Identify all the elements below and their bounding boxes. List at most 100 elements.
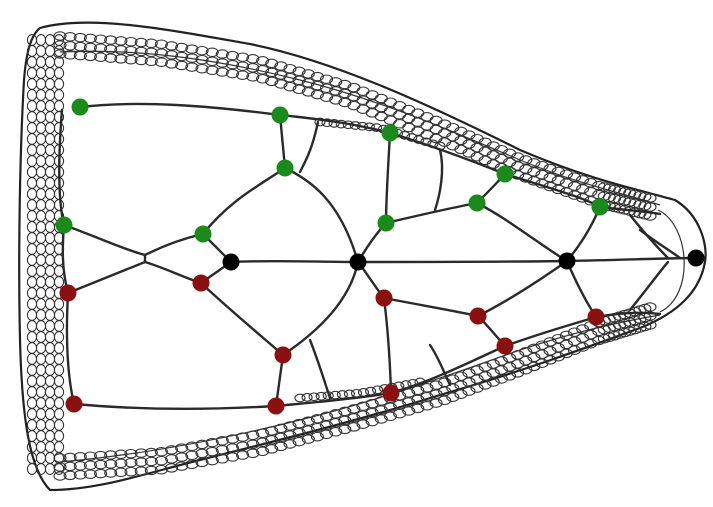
margin-cell xyxy=(26,232,38,244)
margin-cell xyxy=(44,463,56,475)
margin-cell xyxy=(26,78,38,90)
margin-cell xyxy=(338,406,352,417)
margin-cell xyxy=(195,63,209,74)
margin-cell xyxy=(73,50,87,61)
margin-cell xyxy=(26,276,38,288)
margin-cell xyxy=(310,80,324,91)
margin-cell xyxy=(44,100,56,112)
margin-cell xyxy=(175,461,189,471)
margin-cell xyxy=(567,345,582,355)
margin-cell xyxy=(301,87,315,97)
margin-cell xyxy=(26,320,38,332)
margin-cell xyxy=(462,377,476,387)
margin-cell xyxy=(486,377,500,387)
margin-cell xyxy=(236,432,250,442)
margin-cell xyxy=(124,466,138,477)
margin-cell xyxy=(175,452,189,462)
margin-cell xyxy=(494,365,508,375)
margin-cell xyxy=(511,368,525,378)
margin-cell xyxy=(576,333,590,343)
margin-cell xyxy=(462,368,476,378)
margin-cell xyxy=(63,41,77,51)
margin-cell xyxy=(26,166,38,178)
margin-cell xyxy=(195,45,209,56)
margin-cell xyxy=(35,331,47,343)
margin-cell xyxy=(383,411,397,422)
margin-cell xyxy=(402,397,416,407)
margin-cell xyxy=(94,468,108,479)
margin-cell xyxy=(26,375,38,387)
margin-cell xyxy=(53,471,67,481)
margin-cell xyxy=(519,355,533,366)
margin-cell xyxy=(470,365,484,375)
margin-cell xyxy=(643,311,657,321)
margin-cell xyxy=(185,62,199,72)
margin-cell xyxy=(35,441,47,453)
margin-cell xyxy=(44,133,56,145)
margin-cell xyxy=(35,56,47,68)
margin-cell xyxy=(374,414,388,424)
margin-cell xyxy=(486,359,500,369)
margin-cell xyxy=(470,374,484,384)
margin-cell xyxy=(567,181,582,191)
margin-cell xyxy=(53,40,67,50)
margin-cell xyxy=(53,309,65,321)
margin-cell xyxy=(195,439,209,450)
margin-cell xyxy=(265,58,279,69)
margin-cell xyxy=(44,331,56,343)
margin-cell xyxy=(225,68,240,79)
margin-cell xyxy=(35,309,47,321)
margin-cell xyxy=(374,396,388,406)
margin-cell xyxy=(94,43,108,53)
margin-cell xyxy=(246,54,260,64)
margin-cell xyxy=(26,133,38,145)
margin-cell xyxy=(576,184,590,194)
margin-cell xyxy=(584,178,598,188)
vein-markers xyxy=(55,98,705,415)
margin-cell xyxy=(26,100,38,112)
margin-cell xyxy=(310,413,324,424)
margin-cell xyxy=(535,358,549,368)
margin-cell xyxy=(319,420,334,431)
margin-cell xyxy=(53,49,67,59)
margin-cell xyxy=(114,449,128,460)
margin-cell xyxy=(35,265,47,277)
margin-cell xyxy=(53,342,65,354)
margin-cell xyxy=(503,362,517,372)
margin-cell xyxy=(411,403,425,414)
margin-cell xyxy=(205,56,219,67)
margin-cell xyxy=(462,386,476,396)
margin-cell xyxy=(265,435,279,445)
margin-cell xyxy=(114,467,128,478)
margin-cell xyxy=(225,452,240,462)
margin-cell xyxy=(53,441,65,453)
margin-cell xyxy=(35,430,47,442)
margin-cell xyxy=(35,298,47,310)
margin-cell xyxy=(35,199,47,211)
margin-cell xyxy=(584,338,598,349)
margin-cell xyxy=(215,454,229,464)
margin-cell xyxy=(53,419,65,431)
margin-cell xyxy=(215,445,229,455)
margin-cell xyxy=(411,394,425,405)
margin-cell xyxy=(35,166,47,178)
margin-cell xyxy=(195,457,209,468)
margin-cell xyxy=(519,164,533,174)
margin-cell xyxy=(44,67,56,79)
margin-cell xyxy=(543,337,557,347)
margin-cell xyxy=(543,355,557,365)
margin-cell xyxy=(576,175,590,185)
margin-cell xyxy=(154,446,168,457)
margin-cell xyxy=(205,446,219,457)
margin-cell xyxy=(104,468,118,478)
green-marker-6 xyxy=(496,165,514,183)
margin-cell xyxy=(292,84,306,95)
margin-cell xyxy=(329,86,343,96)
red-marker-10 xyxy=(382,384,400,402)
margin-cell xyxy=(35,221,47,233)
margin-cell xyxy=(356,401,370,411)
margin-cell xyxy=(26,265,38,277)
red-marker-2 xyxy=(192,274,210,292)
margin-cell xyxy=(393,399,407,410)
red-marker-3 xyxy=(375,289,393,307)
